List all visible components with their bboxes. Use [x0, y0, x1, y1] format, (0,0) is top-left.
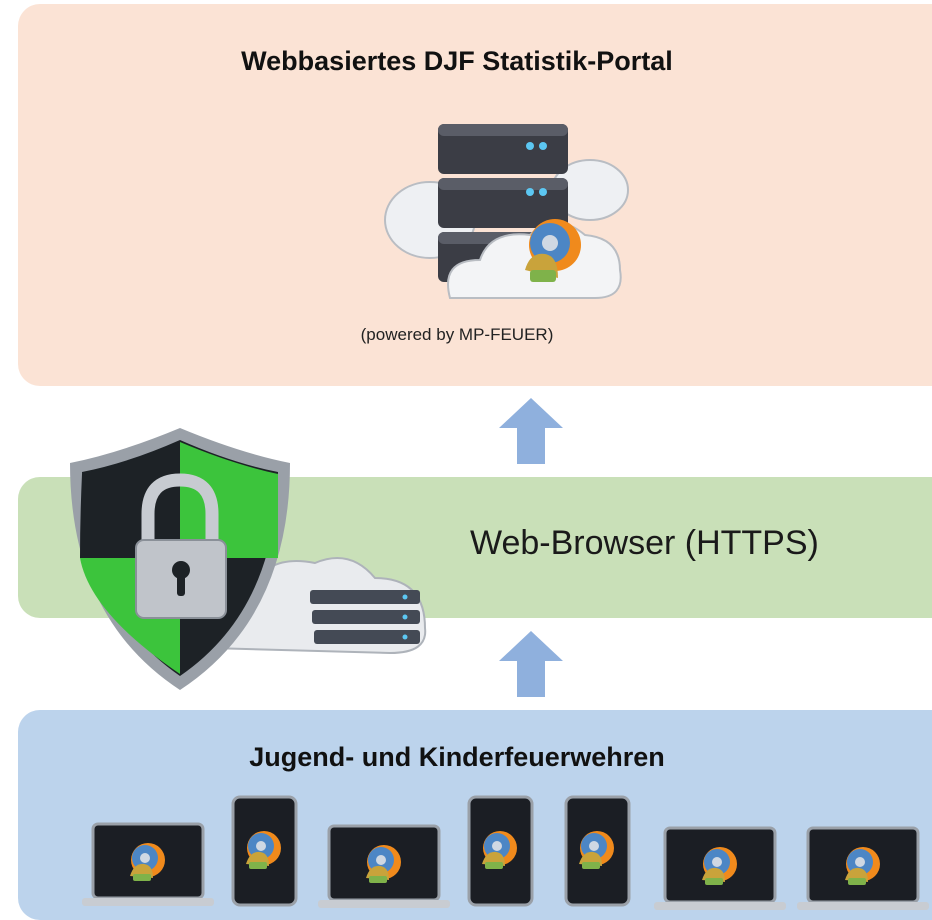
laptop-icon: [82, 822, 214, 906]
clients-title: Jugend- und Kinderfeuerwehren: [249, 742, 665, 772]
up-arrow-icon: [499, 398, 563, 464]
shield-lock-icon: [70, 428, 427, 690]
tablet-icon: [564, 795, 631, 907]
tablet-icon: [467, 795, 534, 907]
laptop-icon: [318, 824, 450, 908]
mp-feuer-logo-icon: [525, 219, 581, 282]
laptop-icon: [797, 826, 929, 910]
tablet-icon: [231, 795, 298, 907]
laptop-icon: [654, 826, 786, 910]
browser-label: Web-Browser (HTTPS): [470, 524, 819, 562]
portal-title: Webbasiertes DJF Statistik-Portal: [241, 46, 673, 76]
powered-by-text: (powered by MP-FEUER): [360, 325, 554, 344]
server-cloud-icon: [384, 124, 629, 299]
up-arrow-icon: [499, 631, 563, 697]
